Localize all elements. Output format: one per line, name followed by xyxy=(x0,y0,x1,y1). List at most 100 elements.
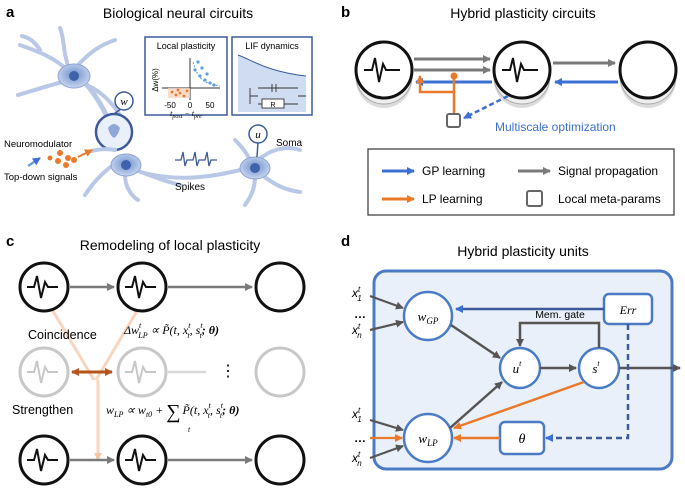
inset-lif-title: LIF dynamics xyxy=(245,41,299,51)
c-neuron-r3-3 xyxy=(254,434,306,486)
inset-plasticity-title: Local plasticity xyxy=(157,41,216,51)
panel-c-letter: c xyxy=(6,233,14,250)
panel-a-letter: a xyxy=(6,4,15,21)
d-wlp-node xyxy=(402,412,454,464)
b-lp-junction xyxy=(450,72,458,80)
b-meta-square xyxy=(446,113,461,128)
b-neuron-1 xyxy=(354,40,414,108)
panel-b: b Hybrid plasticity circuits Multiscale xyxy=(341,4,678,216)
svg-text:xt1: xt1 xyxy=(351,406,362,424)
d-wgp-to-u xyxy=(450,323,501,360)
c-neuron-r1-2 xyxy=(116,261,168,313)
d-u-label: ut xyxy=(513,359,523,376)
b-neuron-2 xyxy=(492,40,552,108)
lif-resistor-label: R xyxy=(270,102,275,109)
axon-bottom xyxy=(139,168,241,180)
c-neuron-r1-3 xyxy=(254,261,306,313)
c-vdots: ⋮ xyxy=(220,363,236,380)
topdown-arrow xyxy=(27,156,41,168)
c-neuron-r1-1 xyxy=(18,261,70,313)
d-s-node xyxy=(577,346,621,390)
nucleus-top xyxy=(69,71,79,81)
panel-b-letter: b xyxy=(341,4,350,21)
b-legend: GP learning LP learning Signal propagati… xyxy=(367,148,675,216)
svg-text:…: … xyxy=(354,307,366,321)
u-node xyxy=(248,124,268,144)
d-mem-gate-arrow xyxy=(516,321,601,348)
d-wlp-label: wLP xyxy=(418,431,438,448)
b-neuron-3 xyxy=(618,40,678,108)
d-err-label: Err xyxy=(619,303,637,317)
nucleus-bottom xyxy=(121,160,131,170)
neuromodulator-dots xyxy=(47,150,77,168)
spikes-trace xyxy=(175,151,217,167)
nucleus-right xyxy=(250,163,260,173)
c-sum-index: t xyxy=(188,425,191,434)
svg-text:xtn: xtn xyxy=(351,322,362,340)
plasticity-xlabel: tpost − tpre xyxy=(170,109,202,120)
d-theta-label: θ xyxy=(519,432,526,447)
legend-gp-label: GP learning xyxy=(422,164,485,178)
tick-neg: -50 xyxy=(164,101,176,110)
d-mem-gate-label: Mem. gate xyxy=(535,309,585,321)
topdown-label: Top-down signals xyxy=(4,172,78,183)
d-wgp-label: wGP xyxy=(418,309,439,326)
d-input-arrow-2 xyxy=(369,319,404,332)
legend-signal-label: Signal propagation xyxy=(558,164,658,178)
panel-a: a Biological neural circuits w xyxy=(4,4,313,207)
spikes-label: Spikes xyxy=(175,182,205,193)
lif-circuit xyxy=(249,84,306,109)
b-lp-arrow xyxy=(416,75,454,94)
panel-c: c Remodeling of local plasticity xyxy=(6,233,306,486)
inset-local-plasticity: Local plasticity Δw(%) -50 0 50 tpost − … xyxy=(144,36,228,120)
c-neuron-r2-1 xyxy=(18,346,70,398)
w-label: w xyxy=(120,96,128,108)
d-s-to-wlp xyxy=(453,380,585,430)
c-neuron-r2-2 xyxy=(116,346,168,398)
d-input-arrow-1 xyxy=(369,294,404,310)
c-coincidence-label: Coincidence xyxy=(28,328,97,342)
plasticity-ylabel: Δw(%) xyxy=(151,68,160,92)
synapse-bouton xyxy=(108,124,120,138)
panel-d-letter: d xyxy=(341,233,350,250)
legend-lp-label: LP learning xyxy=(422,192,483,206)
d-err-to-theta xyxy=(545,324,630,442)
neuromodulator-label: Neuromodulator xyxy=(4,139,72,150)
d-wgp-node xyxy=(402,290,454,342)
svg-text:xtn: xtn xyxy=(351,450,362,468)
svg-text:…: … xyxy=(354,431,366,445)
panel-a-title: Biological neural circuits xyxy=(103,5,253,21)
legend-meta-label: Local meta-params xyxy=(558,192,661,206)
c-neuron-r2-3 xyxy=(254,346,306,398)
neuromodulator-arrow xyxy=(77,149,93,158)
b-multiscale-arrow xyxy=(463,94,509,120)
d-s-label: st xyxy=(592,359,600,376)
svg-text:xt1: xt1 xyxy=(351,285,362,303)
u-connector xyxy=(256,141,259,158)
panel-b-title: Hybrid plasticity circuits xyxy=(450,5,595,21)
tick-zero: 0 xyxy=(188,101,193,110)
b-multiscale-label: Multiscale optimization xyxy=(495,120,616,134)
d-u-node xyxy=(498,346,542,390)
c-neuron-r3-2 xyxy=(116,434,168,486)
w-node xyxy=(114,91,134,111)
d-wlp-to-u xyxy=(449,381,503,429)
legend-meta-swatch xyxy=(526,190,543,207)
c-neuron-r3-1 xyxy=(18,434,70,486)
u-label: u xyxy=(255,129,261,141)
d-input-arrow-3 xyxy=(369,418,404,432)
panel-c-title: Remodeling of local plasticity xyxy=(80,237,261,253)
panel-d-title: Hybrid plasticity units xyxy=(457,243,589,259)
d-input-arrow-5 xyxy=(369,444,404,460)
inset-lif-dynamics: LIF dynamics R xyxy=(231,36,313,116)
soma-label: Soma xyxy=(276,138,303,149)
c-coincidence-lines xyxy=(48,305,142,461)
tick-pos: 50 xyxy=(206,101,215,110)
stdp-points-negative xyxy=(170,88,189,98)
